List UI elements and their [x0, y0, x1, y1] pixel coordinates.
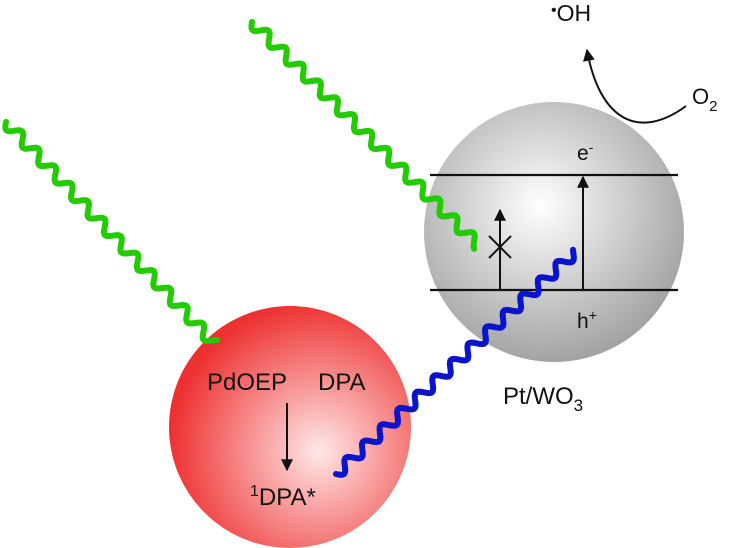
green-light-ray-to-tta-capsule	[2, 119, 221, 344]
tta-uc-nanocapsule	[169, 306, 411, 548]
wo3-particle	[424, 102, 684, 362]
green-light-ray-to-wo3	[248, 19, 478, 252]
dpa-label: DPA	[318, 369, 366, 396]
hole-label: h+	[577, 307, 597, 333]
oxygen-reduction-arrow	[583, 48, 687, 124]
blue-upconverted-light-ray	[333, 246, 577, 478]
pt-wo3-label: Pt/WO3	[503, 383, 583, 415]
light-rays	[2, 19, 577, 478]
pdoep-label: PdOEP	[207, 369, 287, 396]
blocked-cross-icon	[488, 235, 512, 259]
oxygen-label: O2	[692, 84, 717, 115]
singlet-dpa-label: 1DPA*	[250, 483, 316, 511]
electron-label: e-	[577, 139, 594, 165]
hydroxyl-radical-label: •OH	[551, 0, 591, 26]
